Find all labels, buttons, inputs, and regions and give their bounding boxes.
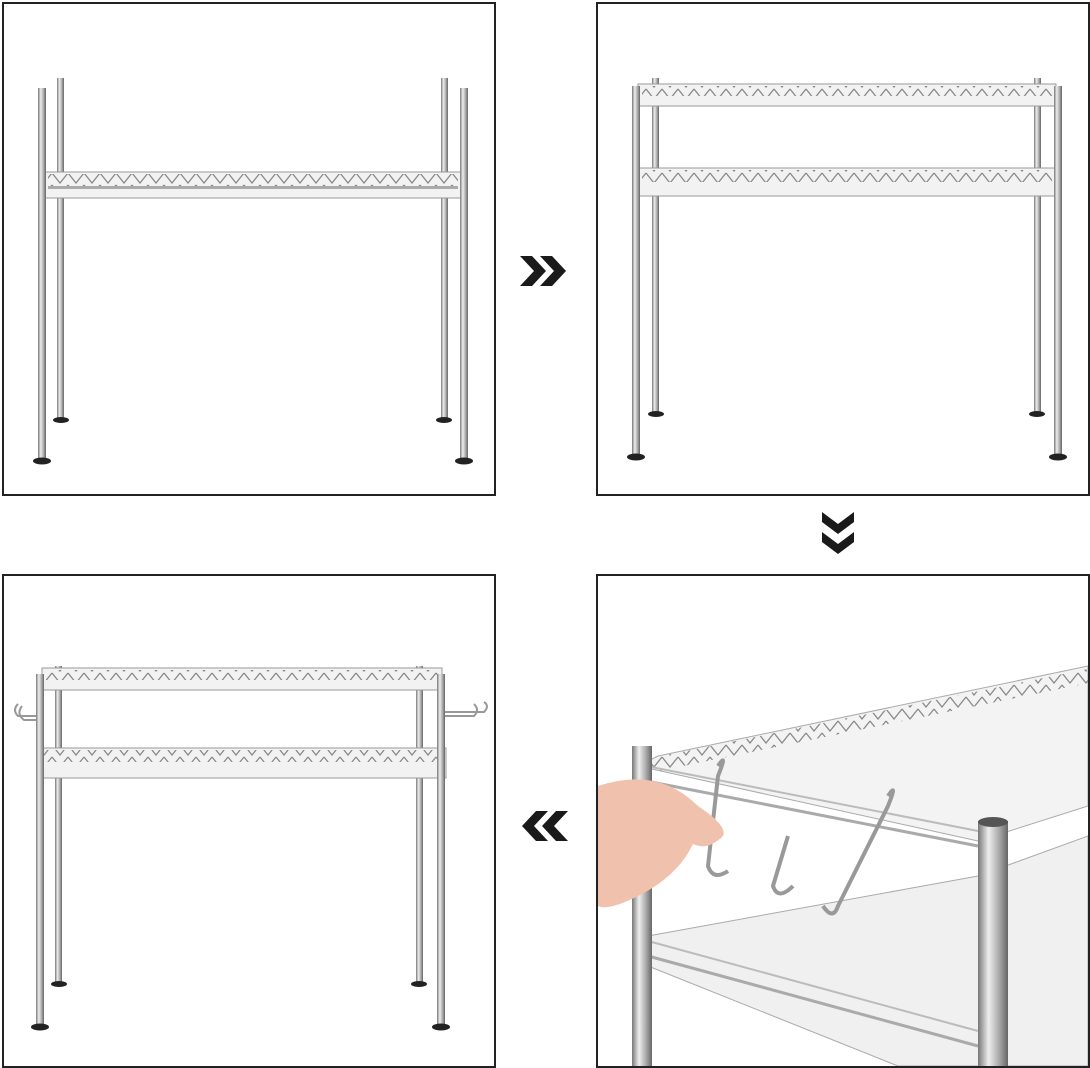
finished-rack-illustration [14,666,488,1031]
hand [598,779,724,908]
step-4-panel [2,574,496,1068]
single-shelf-frame-illustration [33,78,473,465]
step-1-panel [2,2,496,496]
double-chevron-left-icon [522,811,568,841]
step-2-panel [596,2,1090,496]
step-3-panel [596,574,1090,1068]
two-shelf-frame-illustration [627,78,1067,461]
double-chevron-down-icon [822,512,854,554]
hook-right [444,701,488,717]
double-chevron-right-icon [520,256,566,286]
hook-left [14,703,36,721]
hook-attach-closeup-illustration [598,665,1088,1066]
